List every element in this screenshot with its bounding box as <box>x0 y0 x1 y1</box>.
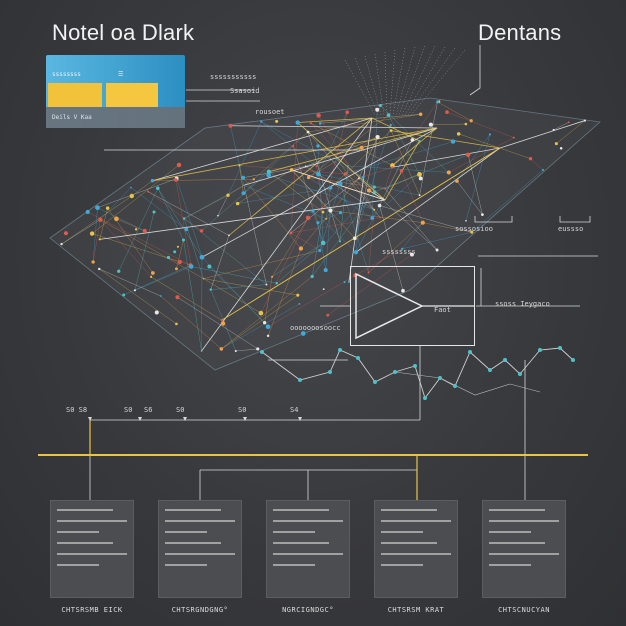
left-title: Notel oa Dlark <box>52 20 195 45</box>
panel-5 <box>482 500 566 598</box>
info-card-band-right <box>106 83 158 107</box>
panel-4-label: CHTSRSM KRAT <box>387 606 445 614</box>
axis-ticks <box>88 417 302 421</box>
panel-4 <box>374 500 458 598</box>
annotation-i: ooooooosoocc <box>290 324 341 332</box>
info-card-band-left <box>48 83 102 107</box>
panel-1-label: CHTSRSMB EICK <box>61 606 123 614</box>
annotation-a: sssssssssss <box>210 73 257 81</box>
axis-label-5: S0 <box>238 406 247 414</box>
panel-2-label: CHTSRGNDGNG° <box>171 606 229 614</box>
info-card-menu-icon: ☰ <box>118 71 124 78</box>
annotation-b: Ssasoid <box>230 87 260 95</box>
line-graph <box>260 346 575 400</box>
annotation-e: eussso <box>558 225 584 233</box>
info-card-footer-text: Deils V Kaa <box>52 114 92 121</box>
axis-label-6: S4 <box>290 406 299 414</box>
axis-label-1: S0 S8 <box>66 406 88 414</box>
annotation-f: ssssssss <box>382 248 416 256</box>
panel-5-label: CHTSCNUCYAN <box>498 606 550 614</box>
panel-2 <box>158 500 242 598</box>
panel-1 <box>50 500 134 598</box>
axis-label-4: S0 <box>176 406 185 414</box>
network-edges <box>61 101 585 352</box>
panel-3 <box>266 500 350 598</box>
triangle-shape <box>355 272 424 340</box>
network-nodes <box>60 100 586 353</box>
dotted-funnel <box>344 45 466 116</box>
flow-box <box>350 266 475 346</box>
info-card-header-text: ssssssss <box>52 71 81 78</box>
info-card-footer: Deils V Kaa <box>46 107 185 128</box>
annotation-h: Faot <box>434 306 451 314</box>
panel-3-label: NGRCIGNDGC° <box>282 606 334 614</box>
info-card-header: ssssssss ☰ <box>46 61 185 83</box>
right-title: Dentans <box>478 20 562 45</box>
axis-label-3: S6 <box>144 406 153 414</box>
annotation-g: ssoss Ieygaco <box>495 300 550 308</box>
axis-label-2: S0 <box>124 406 133 414</box>
annotation-d: sossosioo <box>455 225 493 233</box>
annotation-c: rousoet <box>255 108 285 116</box>
info-card: ssssssss ☰ Deils V Kaa <box>46 55 185 128</box>
